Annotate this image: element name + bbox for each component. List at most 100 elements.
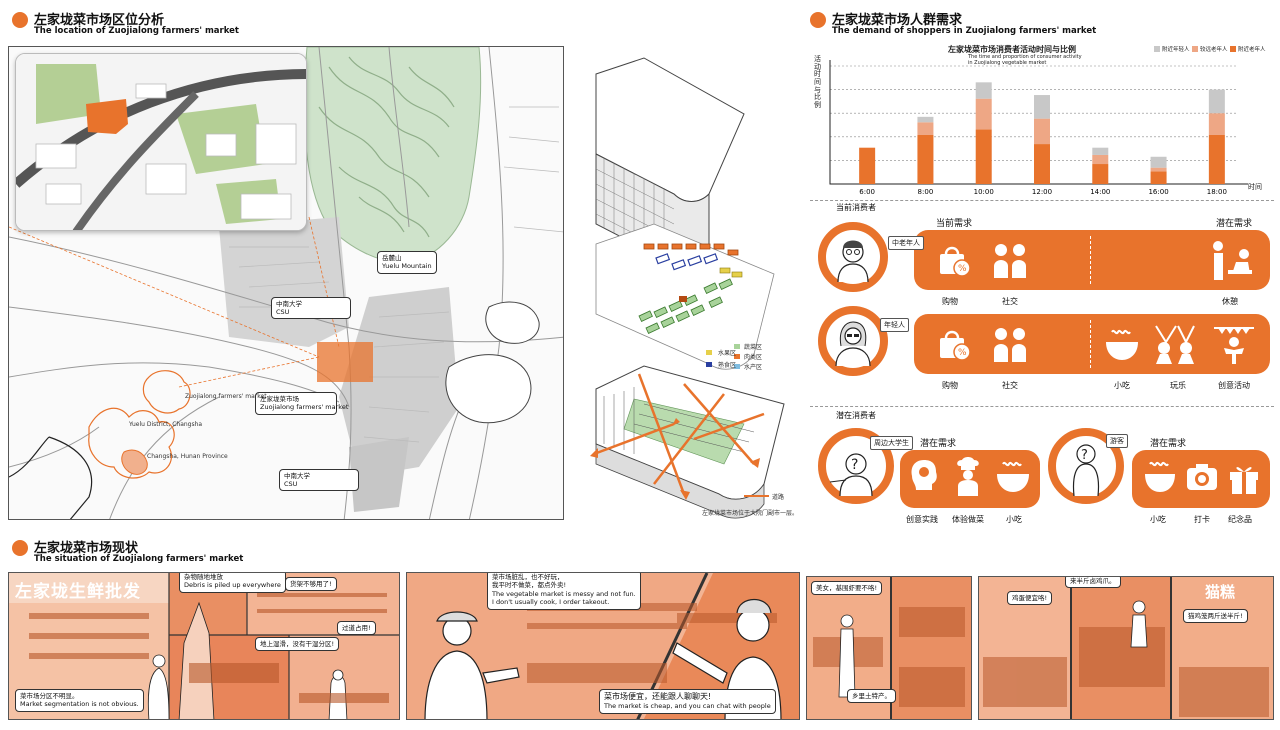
situation-subtitle: The situation of Zuojialong farmers' mar… (34, 554, 244, 564)
legend-veg: 蔬菜区 (744, 344, 763, 351)
section-dot (12, 12, 28, 28)
svg-text:%: % (958, 264, 967, 274)
divider (810, 200, 1274, 201)
comic-panel-2: 菜市场脏乱，也不好玩， 我平时不做菜，都点外卖! The vegetable m… (406, 572, 800, 720)
bubble-seg-en: Market segmentation is not obvious. (20, 700, 139, 709)
noodle-bowl-icon (994, 456, 1032, 496)
bubble-cheap-cn: 菜市场便宜，还能跟人聊聊天! (604, 692, 712, 701)
bubble-messy-cn2: 我平时不做菜，都点外卖! (492, 581, 567, 590)
middle-aged-avatar (818, 222, 888, 292)
chart-ylabel: 活动时间与比例 (814, 55, 821, 110)
bar-segment (1034, 144, 1050, 184)
csu1-cn-label: 中南大学 (276, 300, 302, 308)
bar-segment (1092, 154, 1109, 165)
bubble-messy-en1: The vegetable market is messy and not fu… (492, 589, 636, 598)
noodle-bowl-icon (1102, 324, 1142, 364)
iso-caption: 左家垅菜市场位于大院门副市一层。 (702, 510, 799, 517)
demand-title: 左家垅菜市场人群需求 (832, 13, 963, 28)
section-dot (810, 12, 826, 28)
bubble-segmentation: 菜市场分区不明显。 Market segmentation is not obv… (15, 689, 144, 712)
bubble-chicken: 来半斤卤鸡爪。 (1065, 577, 1121, 589)
young-avatar (818, 306, 888, 376)
bar-segment (1208, 134, 1225, 184)
bar-segment (1150, 156, 1167, 168)
row1-label-rest: 休憩 (1222, 297, 1238, 306)
shopping-icon: % (934, 240, 974, 280)
x-tick-label: 16:00 (1148, 188, 1168, 196)
location-title: 左家垅菜市场区位分析 (34, 13, 165, 28)
chart-subtitle-1: The time and proportion of consumer acti… (968, 54, 1082, 60)
chef-icon (950, 456, 986, 496)
legend: 附近年轻人 较远老年人 附近老年人 (1154, 44, 1272, 56)
x-tick-label: 8:00 (918, 188, 934, 196)
bubble-messy: 菜市场脏乱，也不好玩， 我平时不做菜，都点外卖! The vegetable m… (487, 573, 641, 610)
pill-divider-2 (1090, 320, 1091, 368)
bar-segment (917, 134, 934, 184)
row3-label-creative: 创意实践 (906, 515, 938, 524)
young-tag: 年轻人 (880, 318, 909, 332)
bubble-aisle: 过道占用! (337, 621, 376, 636)
social-icon (990, 324, 1030, 364)
bubble-debris-cn: 杂物随地堆放 (184, 573, 223, 581)
bar-segment (917, 122, 934, 135)
current-consumers-label: 当前消费者 (836, 203, 876, 212)
party-icon (1150, 322, 1200, 364)
x-tick-label: 6:00 (859, 188, 875, 196)
needs-bar-middle-aged (914, 230, 1270, 290)
x-tick-label: 12:00 (1032, 188, 1052, 196)
iso-diagrams: 水果区 蔬菜区 熟食区 肉类区 水产区 道路 左家垅菜市场位于大院门副市一层。 (584, 44, 798, 524)
legend-old: 附近老年人 (1238, 47, 1266, 53)
changsha-label: Changsha, Hunan Province (147, 453, 228, 460)
legend-cooked: 熟食区 (718, 362, 737, 369)
bubble-cheap-en: The market is cheap, and you can chat wi… (604, 702, 771, 711)
bar-segment (1034, 118, 1050, 145)
row3-label-cooking: 体验做菜 (952, 515, 984, 524)
row2-label-shopping: 购物 (942, 381, 958, 390)
divider (810, 406, 1274, 407)
legend-meat: 肉类区 (744, 354, 763, 361)
market-callout: 左家垅菜市场 Zuojialong farmers' market (255, 392, 348, 415)
potential-needs-header: 潜在需求 (1216, 219, 1253, 229)
bubble-debris: 杂物随地堆放 Debris is piled up everywhere (179, 573, 286, 593)
legend-swatch-old (1230, 46, 1236, 52)
bubble-shelves: 货架不够用了! (285, 577, 337, 592)
row2-label-snacks: 小吃 (1114, 381, 1130, 390)
social-icon (990, 240, 1030, 280)
noodle-bowl-icon (1142, 456, 1178, 496)
bar-segment (975, 129, 992, 184)
row1-label-social: 社交 (1002, 297, 1018, 306)
creative-activity-icon (1212, 322, 1256, 364)
row4-label-checkin: 打卡 (1194, 515, 1210, 524)
pill-divider-1 (1090, 236, 1091, 284)
students-tag: 周边大学生 (870, 436, 913, 450)
current-needs-label: 当前需求 (936, 219, 973, 229)
yuelu-district-label: Yuelu District, Changsha (129, 421, 203, 428)
bar-segment (1034, 95, 1050, 119)
location-subtitle: The location of Zuojialong farmers' mark… (34, 26, 239, 36)
location-3d-inset (15, 53, 307, 231)
row2-label-creative: 创意活动 (1218, 381, 1250, 390)
shopping-icon: % (934, 324, 974, 364)
comic-panel-3: 美女，基围虾要不咯! 乡里土特产。 (806, 576, 972, 720)
tourist-tag: 游客 (1106, 434, 1128, 448)
potential-needs-tourist-label: 潜在需求 (1150, 439, 1187, 449)
bar-segment (1092, 147, 1109, 155)
chart-xlabel: 时间 (1248, 183, 1262, 191)
activity-chart: 左家垅菜市场消费者活动时间与比例 The time and proportion… (808, 40, 1274, 196)
csu-callout-bottom: 中南大学 CSU (279, 469, 359, 491)
bubble-eggs: 鸡蛋便宜咯! (1007, 591, 1053, 606)
bubble-messy-cn1: 菜市场脏乱，也不好玩， (492, 573, 564, 581)
location-map: 岳麓山 Yuelu Mountain 中南大学 CSU 左家垅菜市场 Zuoji… (8, 46, 564, 520)
middle-aged-tag: 中老年人 (888, 236, 924, 250)
market-sign: 左家垅生鲜批发 (15, 582, 141, 602)
row3-label-snacks: 小吃 (1006, 515, 1022, 524)
rest-icon (1206, 238, 1256, 282)
bar-segment (1092, 164, 1109, 184)
yuelu-mountain-callout: 岳麓山 Yuelu Mountain (377, 251, 437, 274)
bar-segment (975, 82, 992, 99)
csu2-en-label: CSU (284, 480, 298, 489)
yuelu-cn-label: 岳麓山 (382, 254, 402, 262)
potential-needs-students-label: 潜在需求 (920, 439, 957, 449)
bar-segment (1150, 171, 1167, 184)
bubble-local: 乡里土特产。 (847, 689, 896, 704)
